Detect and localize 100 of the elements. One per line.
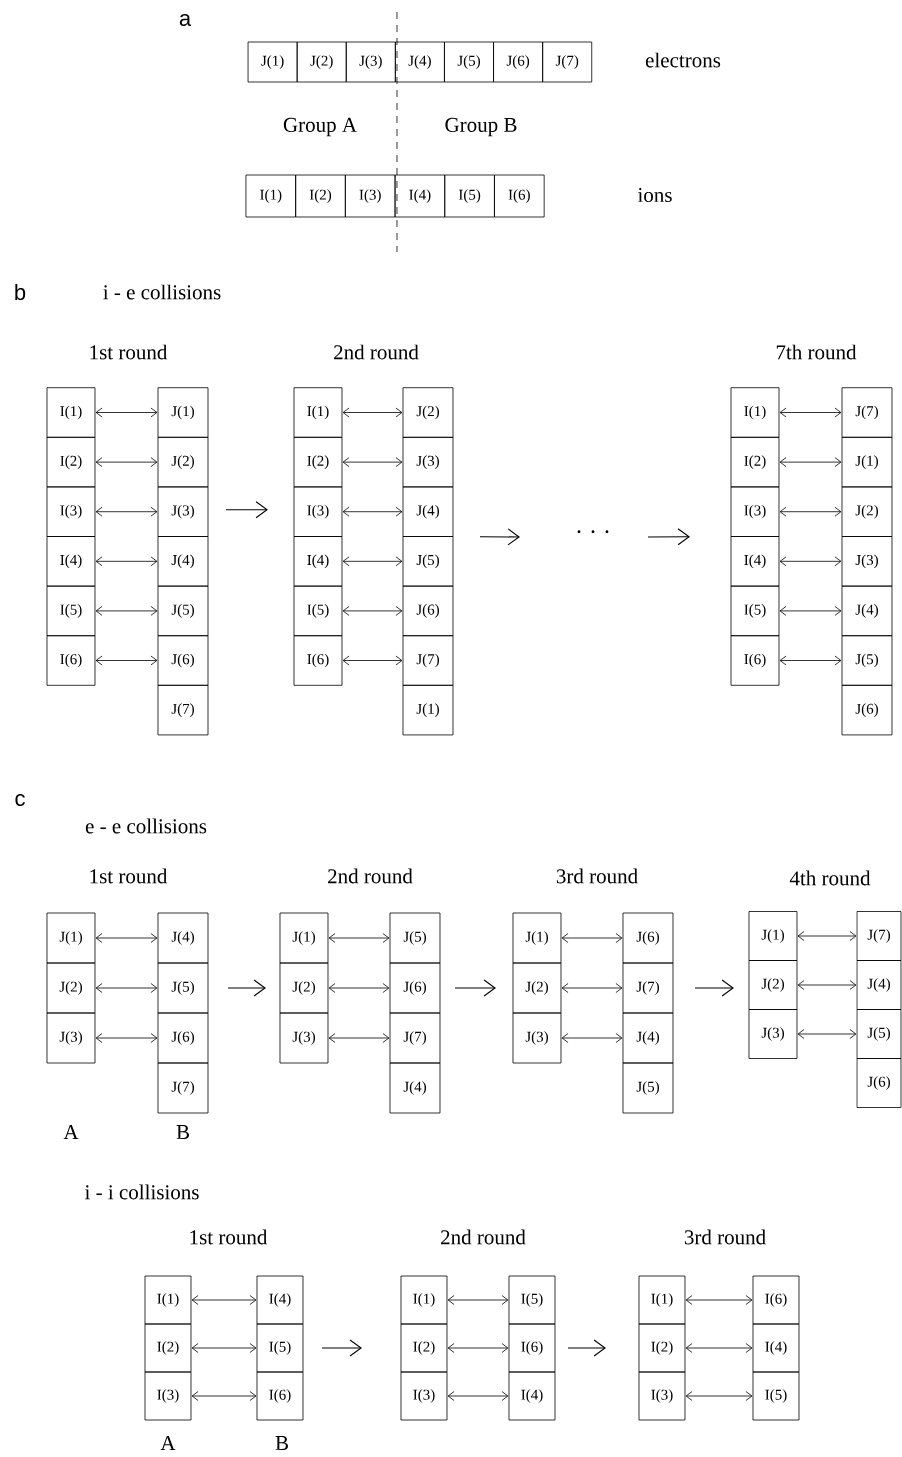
- cell-box: J(6): [841, 684, 893, 736]
- cell-box: J(5): [402, 536, 454, 587]
- double-arrow: [561, 1033, 623, 1043]
- double-arrow: [561, 933, 623, 943]
- cell-box: I(5): [508, 1275, 556, 1325]
- cell-box: I(6): [730, 635, 780, 686]
- double-arrow: [342, 556, 403, 567]
- double-arrow: [328, 933, 390, 943]
- cell-box: J(2): [512, 962, 562, 1014]
- cell-box: J(7): [542, 41, 593, 83]
- round-label: 3rd round: [556, 868, 638, 884]
- cell-box: J(2): [46, 962, 96, 1014]
- double-arrow: [342, 655, 403, 666]
- row-label: electrons: [645, 52, 721, 68]
- double-arrow: [779, 407, 842, 418]
- double-arrow: [797, 931, 857, 941]
- cell-box: J(2): [279, 962, 329, 1014]
- round-label: 2nd round: [328, 868, 413, 884]
- cell-box: I(6): [494, 174, 545, 218]
- cell-box: I(1): [400, 1275, 448, 1325]
- double-arrow: [685, 1295, 753, 1305]
- cell-box: J(1): [279, 912, 329, 964]
- double-arrow: [342, 407, 403, 418]
- cell-box: I(1): [245, 174, 297, 218]
- double-arrow: [447, 1391, 509, 1401]
- cell-box: J(6): [622, 912, 674, 964]
- cell-box: I(2): [293, 436, 343, 488]
- cell-box: J(7): [389, 1012, 441, 1064]
- double-arrow: [561, 983, 623, 993]
- cell-box: I(4): [508, 1371, 556, 1421]
- cell-box: J(3): [748, 1009, 798, 1059]
- cell-box: I(3): [730, 486, 780, 537]
- cell-box: J(7): [402, 635, 454, 686]
- cell-box: J(6): [389, 962, 441, 1014]
- cell-box: J(5): [856, 1009, 902, 1059]
- cell-box: J(1): [841, 436, 893, 488]
- cell-box: I(1): [144, 1275, 192, 1325]
- cell-box: I(3): [293, 486, 343, 537]
- cell-box: J(4): [157, 912, 209, 964]
- round-label: 3rd round: [684, 1229, 766, 1245]
- panel-letter: a: [179, 14, 192, 27]
- group-label: Group A: [283, 117, 357, 137]
- cell-box: J(7): [856, 911, 902, 961]
- cell-box: I(2): [46, 436, 96, 488]
- cell-box: J(2): [402, 387, 454, 438]
- round-label: 7th round: [776, 344, 857, 360]
- cell-box: J(4): [394, 41, 445, 83]
- double-arrow: [191, 1295, 257, 1305]
- cell-box: J(4): [389, 1062, 441, 1114]
- cell-box: I(1): [730, 387, 780, 438]
- cell-box: I(5): [730, 585, 780, 637]
- cell-box: I(5): [46, 585, 96, 637]
- double-arrow: [447, 1295, 509, 1305]
- cell-box: I(1): [293, 387, 343, 438]
- cell-box: I(5): [256, 1323, 304, 1373]
- double-arrow: [447, 1343, 509, 1353]
- cell-box: J(7): [622, 962, 674, 1014]
- cell-box: I(6): [256, 1371, 304, 1421]
- cell-box: J(5): [157, 962, 209, 1014]
- panel-letter: b: [15, 283, 26, 301]
- double-arrow: [342, 457, 403, 467]
- group-label: Group B: [445, 117, 517, 137]
- cell-box: J(3): [345, 41, 396, 83]
- cell-box: J(6): [856, 1058, 902, 1108]
- cell-box: J(3): [402, 436, 454, 488]
- round-label: 2nd round: [334, 344, 419, 360]
- cell-box: J(1): [157, 387, 209, 438]
- cell-box: J(4): [402, 486, 454, 537]
- double-arrow: [95, 606, 158, 616]
- double-arrow: [95, 506, 158, 517]
- cell-box: J(5): [841, 635, 893, 686]
- double-arrow: [685, 1343, 753, 1353]
- double-arrow: [342, 506, 403, 517]
- round-label: 4th round: [789, 870, 871, 886]
- cell-box: J(1): [748, 911, 798, 961]
- cell-box: I(4): [46, 536, 96, 587]
- double-arrow: [95, 655, 158, 666]
- panel-letter: c: [15, 794, 25, 807]
- arrow: [694, 979, 734, 997]
- arrow: [567, 1339, 606, 1357]
- cell-box: J(2): [841, 486, 893, 537]
- cell-box: J(3): [157, 486, 209, 537]
- cell-box: J(4): [841, 585, 893, 637]
- cell-box: J(7): [157, 1062, 209, 1114]
- cell-box: I(2): [730, 436, 780, 488]
- cell-box: I(3): [46, 486, 96, 537]
- cell-box: I(3): [400, 1371, 448, 1421]
- cell-box: J(5): [157, 585, 209, 637]
- cell-box: I(1): [46, 387, 96, 438]
- cell-box: J(7): [157, 684, 209, 736]
- cell-box: I(4): [752, 1323, 800, 1373]
- double-arrow: [95, 1033, 158, 1043]
- cell-box: I(6): [46, 635, 96, 686]
- cell-box: J(2): [296, 41, 347, 83]
- cell-box: I(5): [444, 174, 495, 218]
- cell-box: J(3): [841, 536, 893, 587]
- cell-box: J(1): [247, 41, 298, 83]
- cell-box: J(6): [402, 585, 454, 637]
- double-arrow: [191, 1391, 257, 1401]
- cell-box: J(1): [512, 912, 562, 964]
